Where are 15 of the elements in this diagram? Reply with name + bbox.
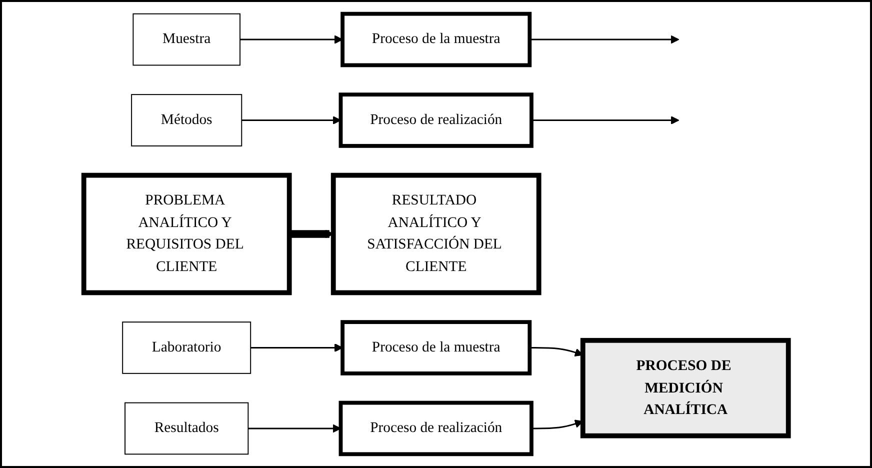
- node-box: Muestra: [132, 13, 240, 66]
- node-box: PROCESO DE MEDICIÓN ANALÍTICA: [580, 338, 791, 438]
- node-box: Resultados: [124, 402, 249, 455]
- arrow: [242, 116, 341, 125]
- arrow: [531, 116, 680, 125]
- node-box: Proceso de realización: [338, 92, 534, 148]
- node-box: Laboratorio: [122, 322, 251, 374]
- node-box: Métodos: [130, 94, 242, 146]
- arrow: [530, 35, 680, 44]
- node-box: Proceso de la muestra: [340, 320, 532, 376]
- arrow: [248, 424, 341, 433]
- node-box: PROBLEMA ANALÍTICO Y REQUISITOS DEL CLIENTE: [81, 172, 292, 296]
- node-box: Proceso de la muestra: [340, 12, 532, 68]
- node-box: Proceso de realización: [338, 400, 534, 456]
- node-box: RESULTADO ANALÍTICO Y SATISFACCIÓN DEL CLIENTE: [330, 172, 542, 296]
